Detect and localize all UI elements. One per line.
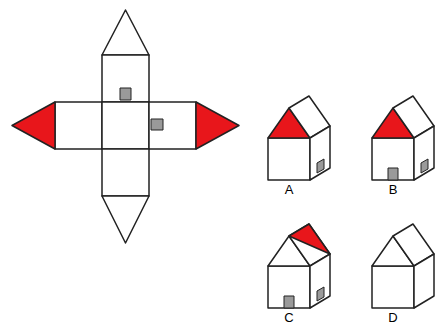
window	[151, 119, 163, 130]
cube-net	[12, 10, 239, 243]
window	[317, 287, 324, 301]
option-letter: B	[389, 183, 398, 197]
net-face	[102, 149, 149, 196]
red-roof-triangle	[12, 102, 55, 149]
house-side	[310, 126, 330, 180]
window	[388, 168, 398, 180]
house-front	[268, 266, 310, 308]
house-b	[372, 96, 434, 180]
red-roof-triangle	[289, 224, 330, 254]
roof-triangle	[102, 196, 149, 243]
window	[317, 159, 324, 173]
option-letter: D	[388, 311, 397, 325]
house-front	[372, 138, 414, 180]
net-face	[55, 102, 102, 149]
house-a	[268, 96, 330, 180]
house-side	[310, 254, 330, 308]
house-front	[268, 138, 310, 180]
window	[284, 296, 294, 308]
net-face	[149, 102, 196, 149]
red-roof-triangle	[196, 102, 239, 149]
net-face	[102, 55, 149, 102]
window	[120, 88, 131, 100]
option-letter: A	[285, 183, 294, 197]
house-side	[414, 126, 434, 180]
house-c	[268, 224, 330, 308]
net-face	[102, 102, 149, 149]
house-d	[372, 224, 434, 308]
window	[421, 159, 428, 173]
option-letter: C	[284, 311, 293, 325]
house-front	[372, 266, 414, 308]
roof-triangle	[102, 10, 149, 55]
house-side	[414, 254, 434, 308]
